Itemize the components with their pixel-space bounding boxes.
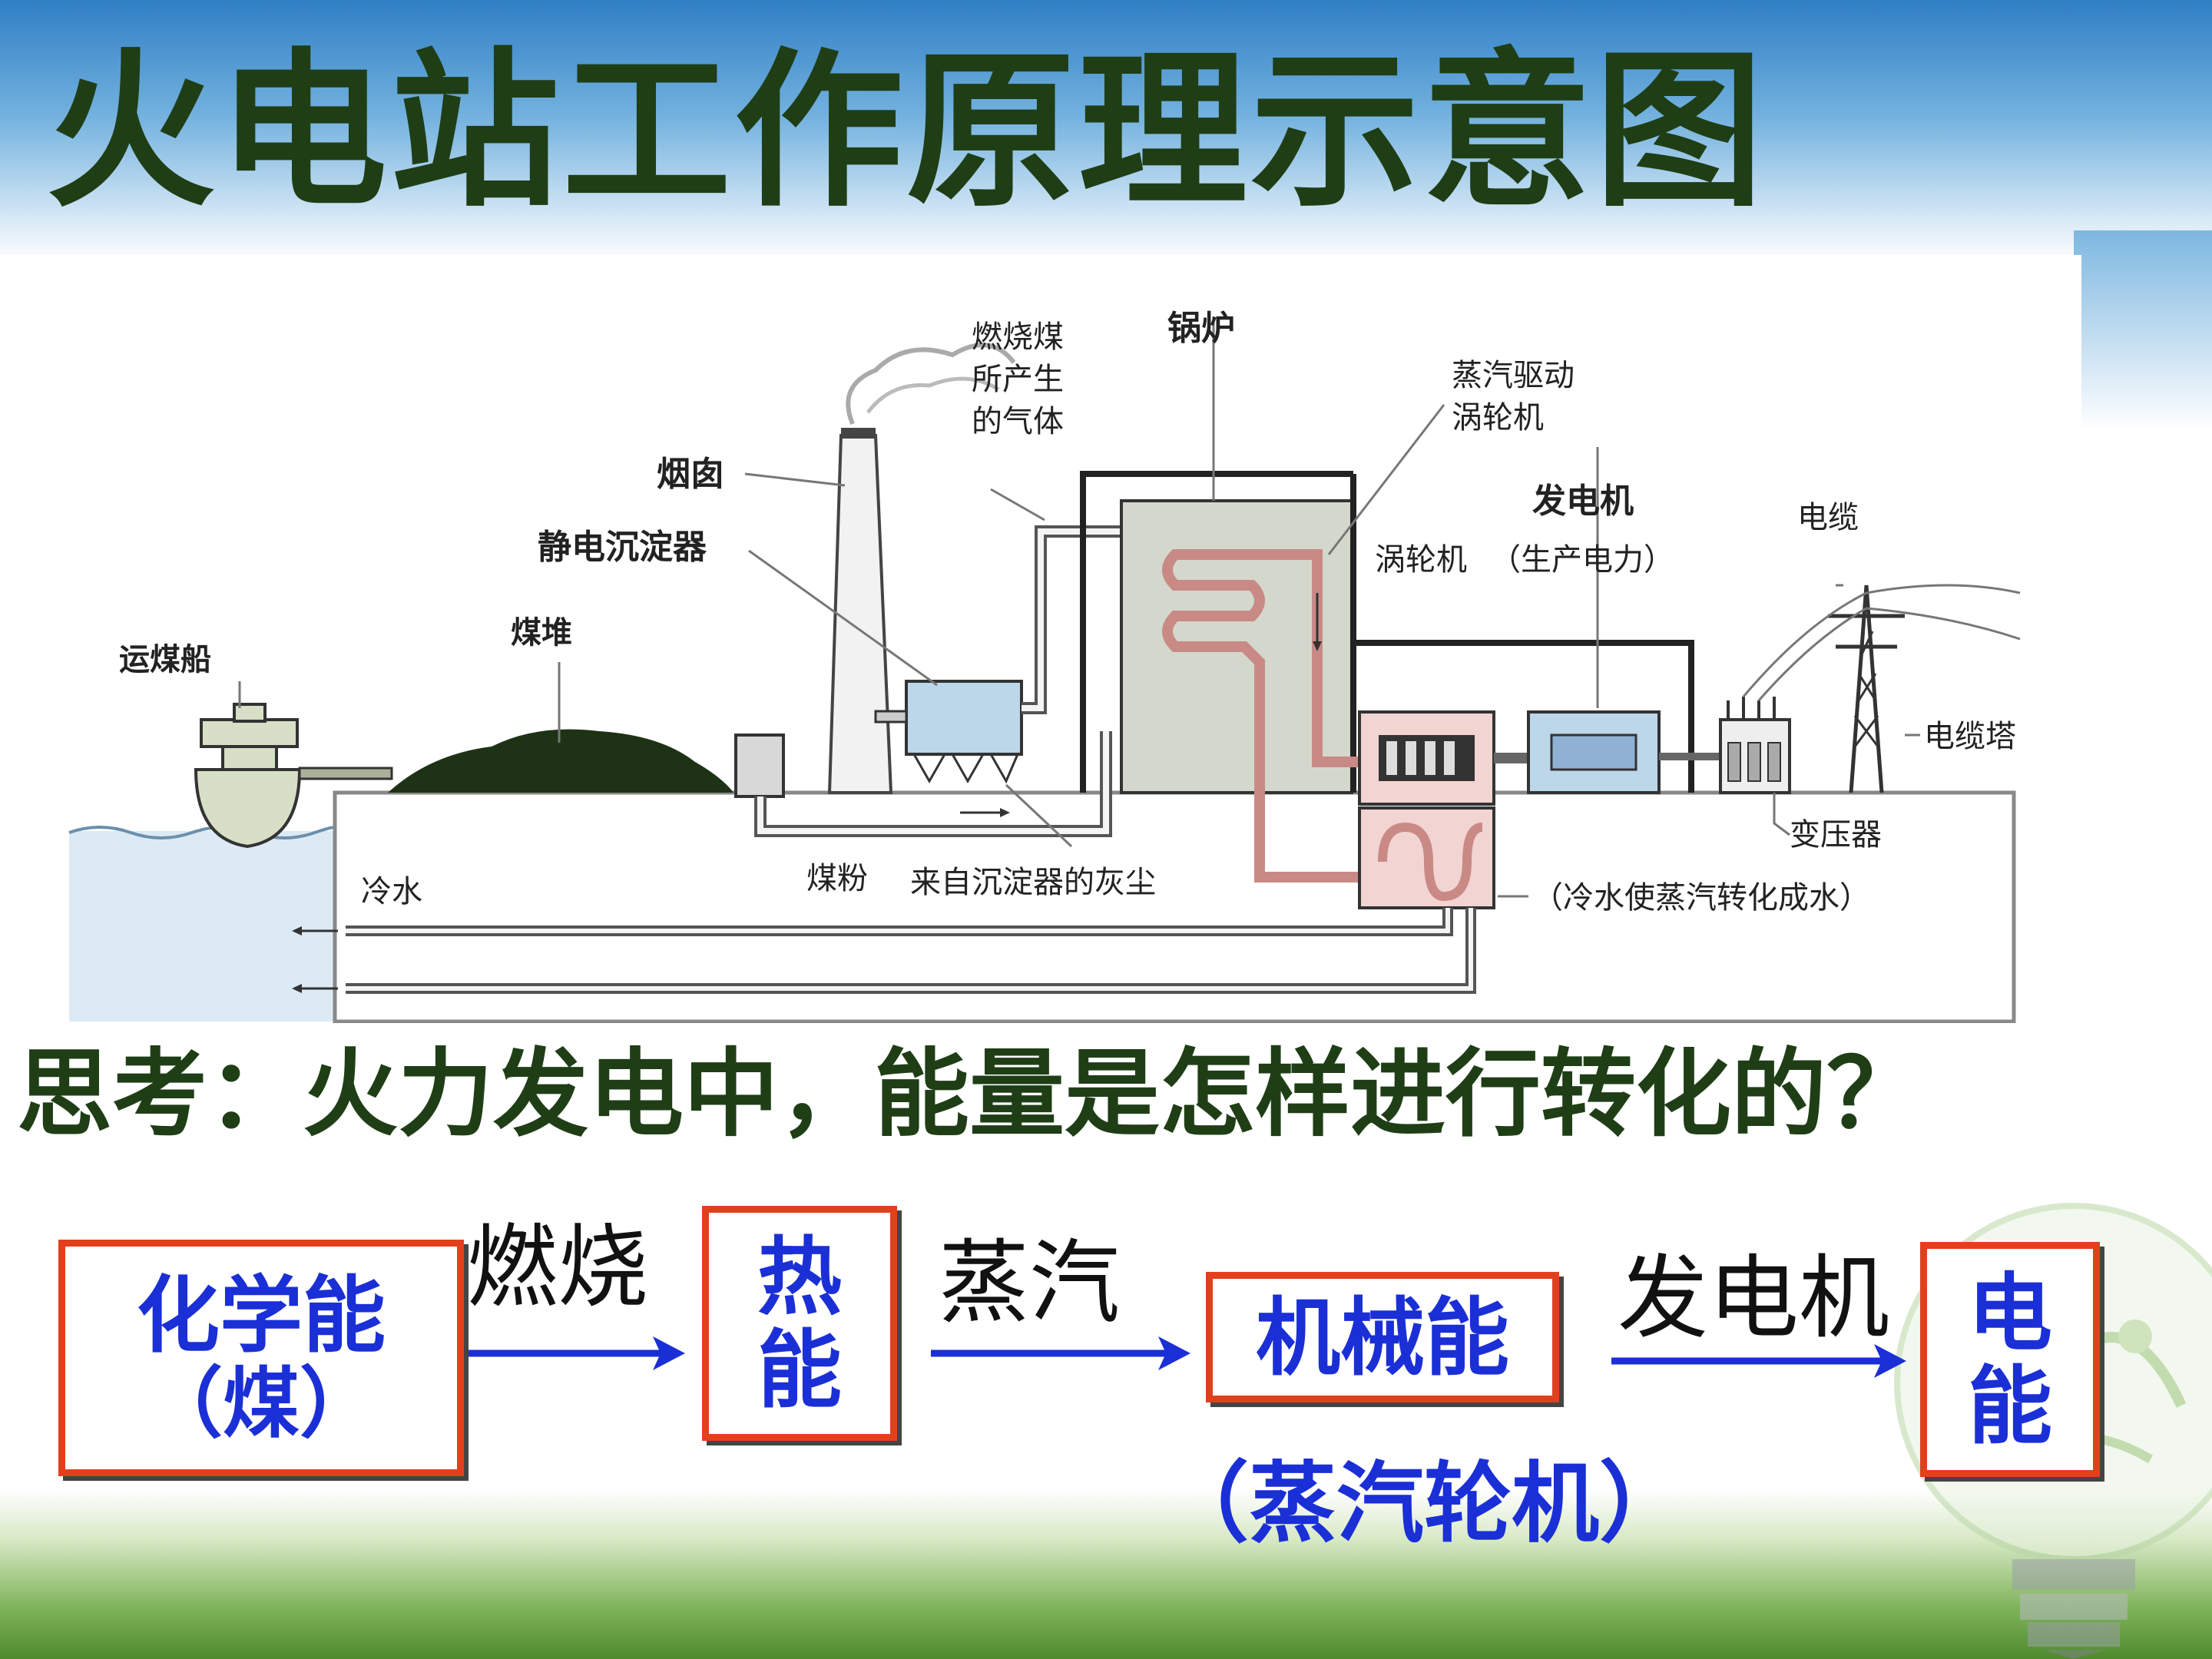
power-plant-diagram: 运煤船 煤堆 烟囱 静电沉淀器 燃烧煤 所产生 的气体 锅炉 蒸汽驱动 涡轮机 …: [0, 255, 2081, 1023]
thermal-energy-line2: 能: [757, 1320, 842, 1419]
thermal-energy-line1: 热: [757, 1227, 842, 1326]
electric-energy-line1: 电: [1968, 1263, 2052, 1363]
slide-title: 火电站工作原理示意图: [46, 31, 1767, 230]
label-turbine: 涡轮机: [1375, 542, 1467, 578]
turbine-icon: [1358, 710, 1495, 806]
mechanical-energy-label: 机械能: [1256, 1287, 1509, 1387]
coal-ship-icon: [194, 703, 393, 849]
burn-label: 燃烧: [467, 1214, 649, 1320]
mechanical-energy-box: 机械能: [1206, 1272, 1559, 1402]
chimney-icon: [827, 343, 1016, 794]
steam-turbine-note: （蒸汽轮机）: [1161, 1452, 1687, 1555]
generator-icon: [1527, 710, 1661, 794]
label-steam-1: 蒸汽驱动: [1452, 358, 1575, 393]
generator-label: 发电机: [1618, 1245, 1890, 1351]
label-precipitator: 静电沉淀器: [538, 528, 707, 567]
question-text: 思考：火力发电中，能量是怎样进行转化的？: [17, 1038, 1922, 1150]
water-body: [69, 831, 335, 1022]
label-cold-water: 冷水: [361, 874, 422, 909]
label-boiler: 锅炉: [1167, 309, 1235, 348]
label-coal-pile: 煤堆: [511, 614, 572, 651]
label-gas-1: 燃烧煤: [972, 320, 1064, 355]
thermal-energy-box: 热 能: [702, 1206, 897, 1441]
electric-energy-box: 电 能: [1920, 1242, 2100, 1477]
label-steam-2: 涡轮机: [1452, 400, 1544, 435]
transformer-icon: [1719, 697, 1791, 794]
chemical-energy-box: 化学能 （煤）: [58, 1240, 464, 1476]
label-gas-3: 的气体: [972, 404, 1064, 439]
label-chimney: 烟囱: [657, 455, 724, 494]
condenser-icon: [1358, 806, 1495, 909]
label-condenser-note: （冷水使蒸汽转化成水）: [1532, 880, 1870, 916]
label-generator-note: （生产电力）: [1490, 542, 1674, 578]
coal-pile-icon: [388, 729, 733, 793]
label-ash: 来自沉淀器的灰尘: [910, 865, 1156, 900]
cable-tower-icon: [1742, 584, 2021, 793]
electric-energy-line2: 能: [1968, 1356, 2052, 1455]
label-coal-powder: 煤粉: [806, 861, 868, 896]
label-ship: 运煤船: [119, 641, 211, 677]
label-generator: 发电机: [1532, 482, 1634, 521]
label-transformer: 变压器: [1790, 817, 1882, 853]
coal-label: （煤）: [146, 1358, 376, 1449]
chemical-energy-label: 化学能: [136, 1267, 386, 1364]
label-gas-2: 所产生: [972, 362, 1064, 397]
label-tower: 电缆塔: [1924, 719, 2016, 754]
precipitator-icon: [874, 680, 1023, 784]
label-cable: 电缆: [1797, 500, 1859, 535]
steam-label: 蒸汽: [939, 1230, 1121, 1336]
